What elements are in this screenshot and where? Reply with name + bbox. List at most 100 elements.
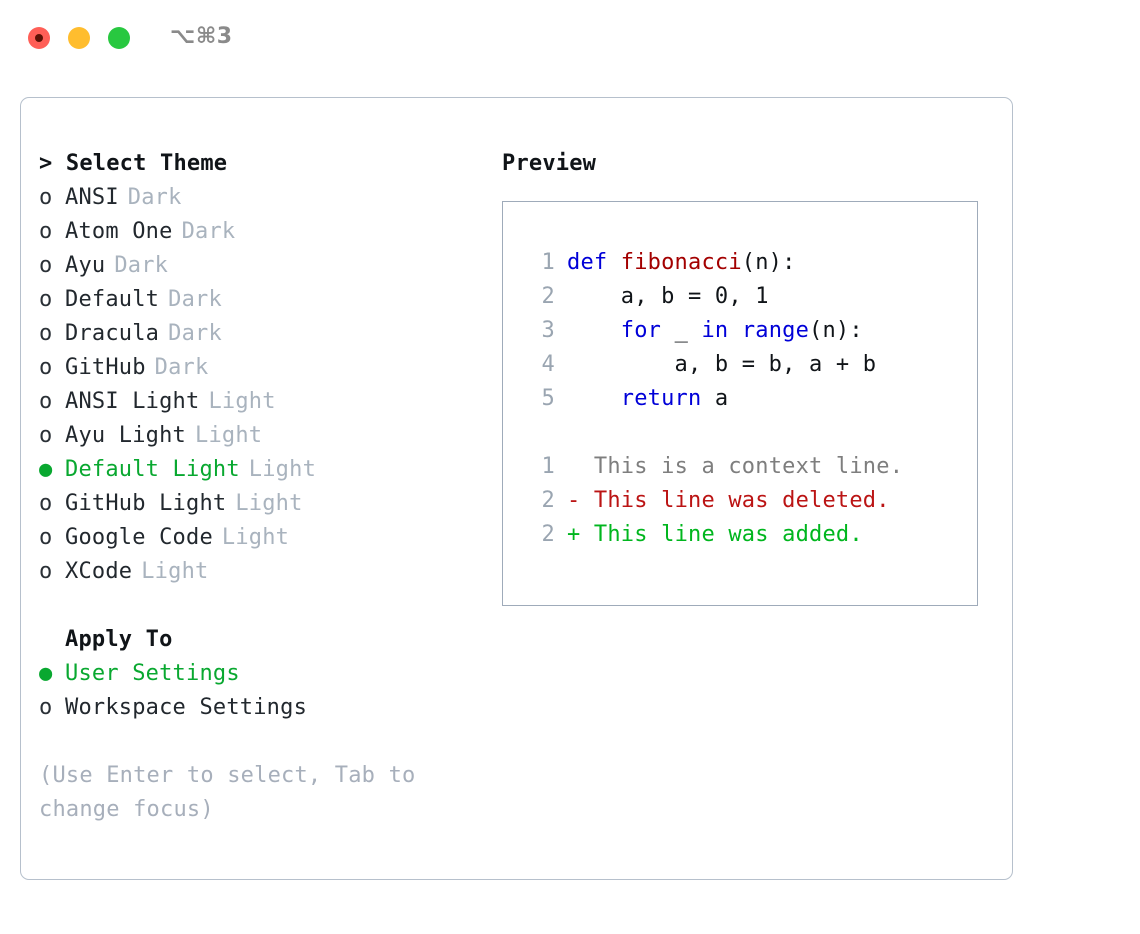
code-token-kw: in — [701, 318, 729, 343]
theme-category-label: Light — [235, 491, 303, 516]
diff-line-text: This line was added. — [593, 522, 863, 547]
code-token-plain: _ — [661, 318, 702, 343]
code-token-fn: fibonacci — [620, 250, 742, 275]
code-token-plain: (n): — [809, 318, 863, 343]
maximize-window-icon[interactable] — [108, 27, 130, 49]
preview-title: Preview — [502, 151, 597, 176]
apply-to-header: Apply To — [65, 627, 173, 652]
diff-line: 2+ This line was added. — [503, 518, 977, 552]
code-line: 3 for _ in range(n): — [503, 314, 977, 348]
diff-gap — [580, 450, 593, 484]
code-line-text: for _ in range(n): — [567, 314, 863, 348]
diff-line-number: 1 — [541, 454, 555, 479]
code-line-number: 1 — [541, 250, 555, 275]
keyboard-hint-text: (Use Enter to select, Tab to change focu… — [39, 763, 416, 822]
theme-category-label: Light — [248, 457, 317, 482]
theme-list-item[interactable]: o Google Code Light — [39, 521, 479, 555]
theme-name-label: Ayu Light — [65, 423, 187, 448]
radio-unselected-icon: o — [39, 423, 53, 448]
diff-line: 1 This is a context line. — [503, 450, 977, 484]
code-line-number: 4 — [541, 352, 555, 377]
code-line: 1 def fibonacci(n): — [503, 246, 977, 280]
theme-category-label: Dark — [114, 253, 169, 278]
code-token-plain: a, b = 0, 1 — [567, 284, 769, 309]
radio-unselected-icon: o — [39, 389, 53, 414]
theme-list-item[interactable]: o GitHub Light Light — [39, 487, 479, 521]
code-line-text: a, b = b, a + b — [567, 348, 877, 382]
code-diff-separator — [503, 416, 977, 450]
code-token-plain: a, b = b, a + b — [567, 352, 877, 377]
close-window-icon[interactable] — [28, 27, 50, 49]
diff-line-text: This line was deleted. — [593, 488, 890, 513]
theme-category-label: Light — [221, 525, 290, 550]
theme-name-label: ANSI Light — [65, 389, 200, 414]
theme-category-label: Dark — [168, 287, 222, 312]
theme-category-label: Light — [195, 423, 263, 448]
theme-category-label: Dark — [127, 185, 182, 210]
diff-line: 2- This line was deleted. — [503, 484, 977, 518]
keyboard-shortcut-label: ⌥⌘3 — [170, 24, 233, 49]
theme-list-item[interactable]: o Dracula Dark — [39, 317, 479, 351]
theme-list-header: > Select Theme — [39, 151, 228, 176]
diff-gap — [580, 518, 593, 552]
theme-category-label: Light — [208, 389, 276, 414]
theme-list-item[interactable]: o Ayu Light Light — [39, 419, 479, 453]
code-line-number: 3 — [541, 318, 555, 343]
apply-to-item[interactable]: o Workspace Settings — [39, 691, 479, 725]
minimize-window-icon[interactable] — [68, 27, 90, 49]
code-token-kw: return — [620, 386, 702, 411]
radio-selected-icon: ● — [39, 457, 53, 482]
radio-unselected-icon: o — [39, 491, 53, 516]
code-token-plain: (n): — [741, 250, 796, 275]
diff-sample: 1 This is a context line.2- This line wa… — [503, 450, 977, 552]
apply-to-label: User Settings — [65, 661, 240, 686]
diff-sign — [567, 450, 580, 484]
theme-name-label: Default — [65, 287, 160, 312]
radio-unselected-icon: o — [39, 525, 53, 550]
code-line: 4 a, b = b, a + b — [503, 348, 977, 382]
code-line-number: 2 — [541, 284, 555, 309]
radio-unselected-icon: o — [39, 559, 53, 584]
theme-name-label: Dracula — [65, 321, 160, 346]
radio-unselected-icon: o — [39, 321, 53, 346]
code-line-text: a, b = 0, 1 — [567, 280, 769, 314]
code-line: 2 a, b = 0, 1 — [503, 280, 977, 314]
code-line-text: return a — [567, 382, 728, 416]
diff-line-number: 2 — [541, 488, 555, 513]
apply-to-item[interactable]: ● User Settings — [39, 657, 479, 691]
window-controls — [28, 27, 130, 49]
theme-list-item[interactable]: o ANSI Light Light — [39, 385, 479, 419]
theme-category-label: Dark — [154, 355, 209, 380]
diff-line-number: 2 — [541, 522, 555, 547]
diff-gap — [580, 484, 593, 518]
theme-name-label: Google Code — [65, 525, 213, 550]
theme-category-label: Dark — [181, 219, 236, 244]
theme-name-label: ANSI — [65, 185, 119, 210]
code-line-number: 5 — [541, 386, 555, 411]
code-line-text: def fibonacci(n): — [567, 246, 796, 280]
apply-to-label: Workspace Settings — [65, 695, 308, 720]
radio-unselected-icon: o — [39, 219, 53, 244]
radio-selected-icon: ● — [39, 661, 53, 686]
diff-line-text: This is a context line. — [593, 454, 904, 479]
spacer — [39, 589, 479, 623]
radio-unselected-icon: o — [39, 355, 53, 380]
code-token-plain: a — [701, 386, 729, 411]
radio-unselected-icon: o — [39, 695, 53, 720]
theme-name-label: Ayu — [65, 253, 106, 278]
theme-name-label: GitHub Light — [65, 491, 227, 516]
title-bar: ⌥⌘3 — [0, 0, 1140, 78]
theme-category-label: Dark — [168, 321, 222, 346]
code-line: 5 return a — [503, 382, 977, 416]
